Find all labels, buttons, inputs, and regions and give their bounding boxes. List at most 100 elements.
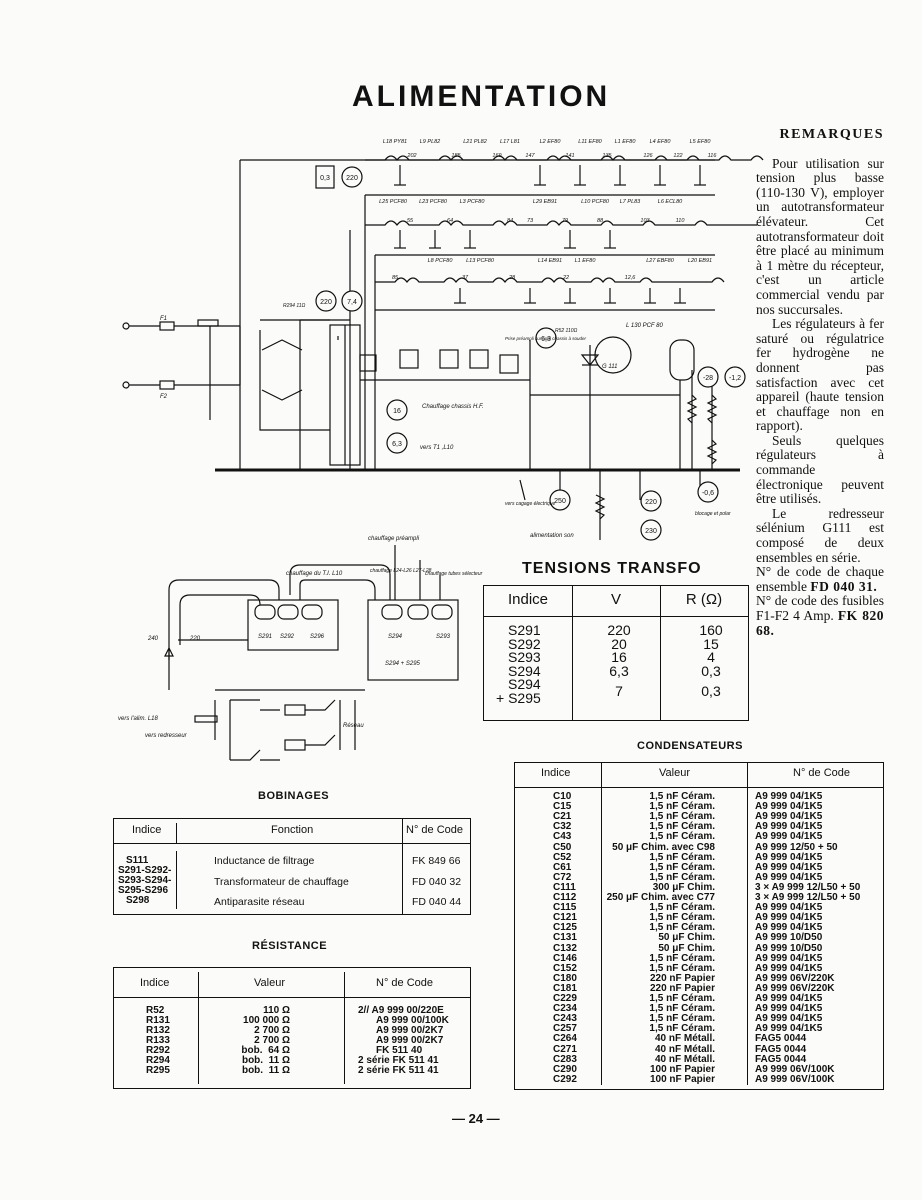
tube-label: L1 EF80 — [575, 258, 597, 264]
table-cell: 1,5 nF Céram. — [649, 831, 715, 843]
table-cell: 1,5 nF Céram. — [649, 861, 715, 873]
divider — [601, 763, 602, 1085]
divider — [747, 763, 748, 1085]
table-cell: 0,3 — [701, 683, 721, 699]
divider — [515, 787, 883, 788]
table-cell: 1,5 nF Céram. — [649, 952, 715, 964]
table-cell: 6,3 — [609, 662, 629, 679]
heater-voltage: 12,6 — [625, 275, 637, 281]
table-cell: A9 999 04/1K5 — [755, 861, 823, 873]
table-cell: C290 — [553, 1063, 577, 1075]
blocking-label: blocage et polar — [695, 511, 731, 517]
r294-label: R294 11Ω — [283, 303, 306, 309]
table-cell: A9 999 04/1K5 — [755, 821, 823, 833]
table-cell: Transformateur de chauffage — [214, 876, 349, 888]
heater-voltage: 85 — [392, 275, 399, 281]
volt-marker: 6,3 — [392, 441, 402, 448]
table-cell: 1,5 nF Céram. — [649, 1013, 715, 1025]
table-cell: bob. 11 Ω — [241, 1055, 290, 1066]
table-cell: A9 999 04/1K5 — [755, 1023, 823, 1035]
volt-marker: 220 — [346, 175, 358, 182]
heater-voltage: 116 — [708, 153, 718, 159]
table-cell: 1,5 nF Céram. — [649, 993, 715, 1004]
table-cell: 2 700 Ω — [254, 1035, 290, 1046]
table-cell: A9 999 04/1K5 — [755, 1003, 823, 1015]
volt-marker: 0,3 — [320, 175, 330, 182]
remark-paragraph: Le redresseur sélénium G111 est composé … — [756, 505, 884, 565]
table-cell: S298 — [126, 895, 150, 906]
remarks-column: REMARQUES Pour utilisation sur tension p… — [756, 127, 884, 638]
table-cell: 1,5 nF Céram. — [649, 821, 715, 833]
divider — [572, 586, 573, 720]
table-cell: A9 999 04/1K5 — [755, 952, 823, 964]
tube-label: L23 PCF80 — [419, 199, 448, 205]
table-cell: C43 — [553, 831, 572, 843]
table-cell: 15 — [703, 635, 719, 652]
tube-label: L14 EB91 — [538, 258, 562, 264]
table-cell: 3 × A9 999 12/L50 + 50 — [755, 892, 861, 903]
table-cell: C21 — [553, 811, 572, 823]
chassis-heater-label: Chauffage chassis H.F. — [422, 404, 484, 410]
table-cell: S111 — [126, 855, 149, 866]
t1-label: vers T1 ,L10 — [420, 445, 454, 451]
resistance-table: Indice Valeur N° de Code R52 R131 R132 R… — [113, 967, 471, 1089]
table-cell: 40 nF Métall. — [654, 1053, 715, 1065]
table-cell: C115 — [553, 902, 577, 914]
tube-label: L9 PL82 — [420, 139, 441, 145]
table-cell: FK 511 40 — [376, 1045, 423, 1056]
table-cell: 1,5 nF Céram. — [649, 801, 715, 813]
volt-marker: -0,6 — [702, 490, 714, 497]
divider — [114, 997, 470, 998]
table-cell: C292 — [553, 1073, 577, 1085]
mains-220-label: 220 — [189, 636, 201, 642]
divider — [660, 586, 661, 720]
tube-label: L6 ECL80 — [658, 199, 683, 205]
column-header: V — [610, 591, 621, 608]
divider — [344, 972, 345, 1084]
column-header: Indice — [507, 591, 549, 608]
heater-voltage: 79 — [562, 218, 568, 224]
table-cell: R133 — [146, 1035, 170, 1046]
bobinages-table: Indice Fonction N° de Code S111 S291-S29… — [113, 818, 471, 915]
bobinages-title: BOBINAGES — [258, 790, 330, 802]
tube-label: L3 PCF80 — [460, 199, 486, 205]
remarks-heading: REMARQUES — [779, 127, 884, 142]
page-number: — 24 — — [452, 1111, 500, 1126]
table-cell: 220 nF Papier — [649, 972, 715, 984]
column-header: Valeur — [254, 977, 285, 989]
divider — [402, 819, 403, 914]
table-cell: A9 999 00/2K7 — [376, 1035, 444, 1046]
table-cell: 2 série FK 511 41 — [358, 1055, 439, 1066]
table-cell: C121 — [553, 912, 577, 924]
table-cell: 220 nF Papier — [649, 982, 715, 994]
heater-voltage: 64 — [447, 218, 453, 224]
page-title: ALIMENTATION — [352, 80, 611, 113]
volt-marker: -28 — [703, 375, 713, 382]
table-cell: 7 — [615, 683, 623, 699]
table-cell: A9 999 04/1K5 — [755, 871, 823, 883]
tube-label: L10 PCF80 — [581, 199, 610, 205]
table-cell: A9 999 04/1K5 — [755, 1013, 823, 1025]
ti-heater-label: chauffage du T.I. L10 — [286, 571, 343, 577]
table-cell: A9 999 04/1K5 — [755, 791, 823, 802]
table-cell: A9 999 10/D50 — [755, 932, 823, 944]
table-cell: A9 999 06V/220K — [755, 982, 835, 994]
table-cell: S293 — [508, 649, 541, 665]
table-cell: C229 — [553, 993, 577, 1004]
table-cell: S292 — [508, 635, 541, 652]
table-cell: FAG5 0044 — [755, 1053, 807, 1065]
table-cell: R132 — [146, 1025, 170, 1036]
l24-heater-label: chauffage L24-L26 L27-L28 — [370, 568, 432, 574]
table-cell: R294 — [146, 1055, 170, 1066]
table-cell: 1,5 nF Céram. — [649, 962, 715, 974]
table-cell: C52 — [553, 851, 572, 863]
table-cell: A9 999 06V/220K — [755, 972, 835, 984]
sound-supply-label: alimentation son — [530, 533, 574, 539]
table-cell: FD 040 32 — [412, 876, 462, 888]
resistance-title: RÉSISTANCE — [252, 940, 328, 952]
preampli-socket-label: Prise préampli sur coté chassis à souder — [505, 336, 587, 341]
table-cell: A9 999 04/1K5 — [755, 831, 823, 843]
heater-voltage: 88 — [597, 218, 604, 224]
